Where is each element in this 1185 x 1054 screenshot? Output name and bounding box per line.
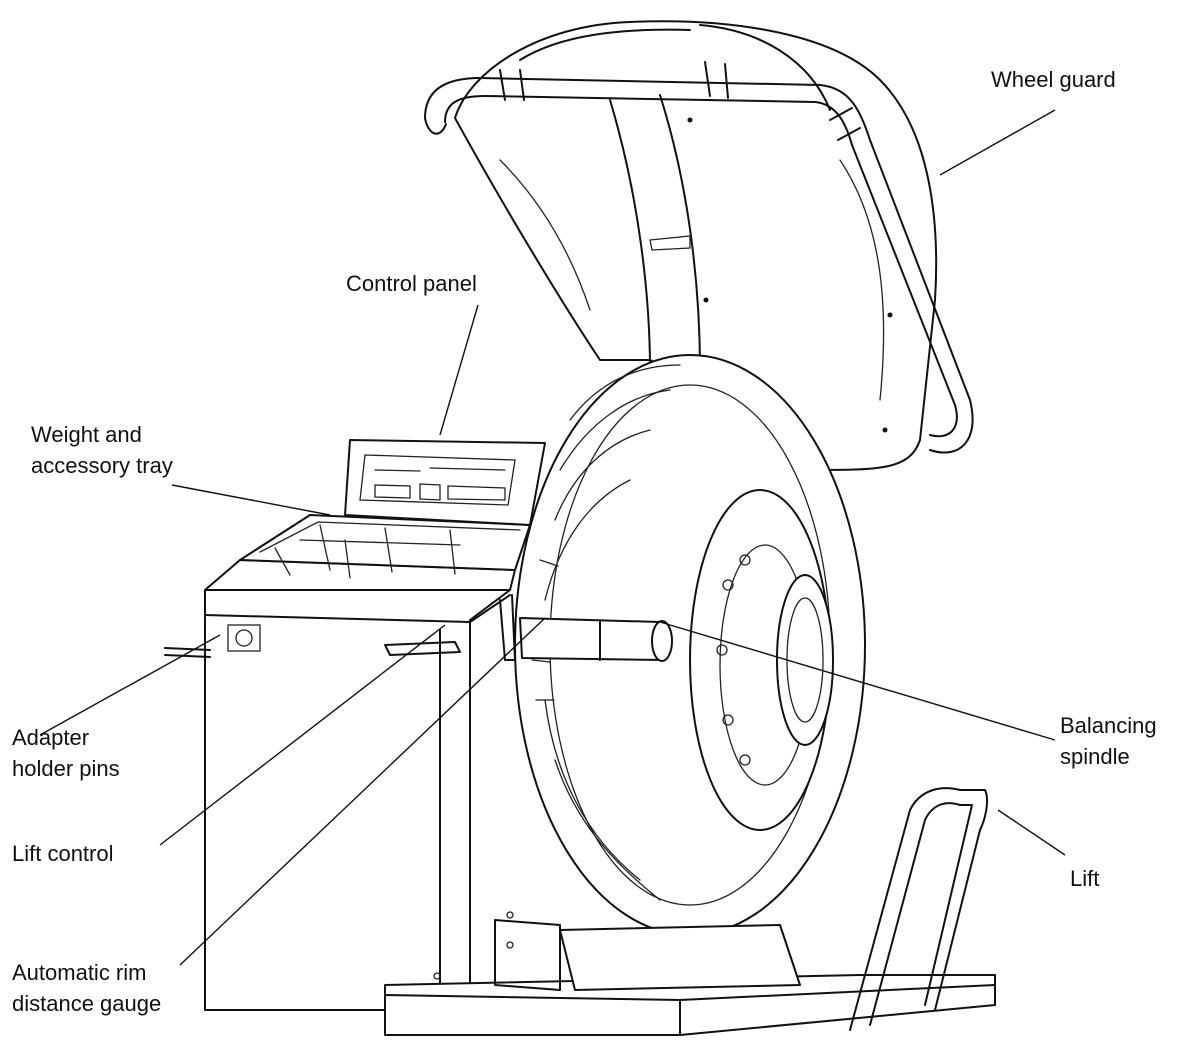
label-lift: Lift [1070,866,1100,891]
leader-tray [171,484,331,516]
label-adapter-holder-pins: Adapter holder pins [12,725,120,781]
label-automatic-rim-distance-gauge: Automatic rim distance gauge [12,960,162,1016]
leader-wheel-guard [939,109,1056,176]
leader-lift [997,809,1066,856]
label-weight-accessory-tray: Weight and accessory tray [31,422,173,478]
lift [384,787,996,1036]
leader-lift-control [159,624,446,846]
leader-rim-gauge [179,617,546,966]
leader-control-panel [439,304,479,436]
wheel-tire [514,354,866,936]
label-lift-control: Lift control [12,841,114,866]
balancer-cabinet [164,439,546,1011]
leader-spindle [659,621,1056,741]
label-control-panel: Control panel [346,271,477,296]
label-balancing-spindle: Balancing spindle [1060,713,1157,769]
leader-lines [39,109,1066,966]
label-wheel-guard: Wheel guard [991,67,1116,92]
wheel-guard [424,20,974,471]
leader-adapter-pins [39,634,221,736]
